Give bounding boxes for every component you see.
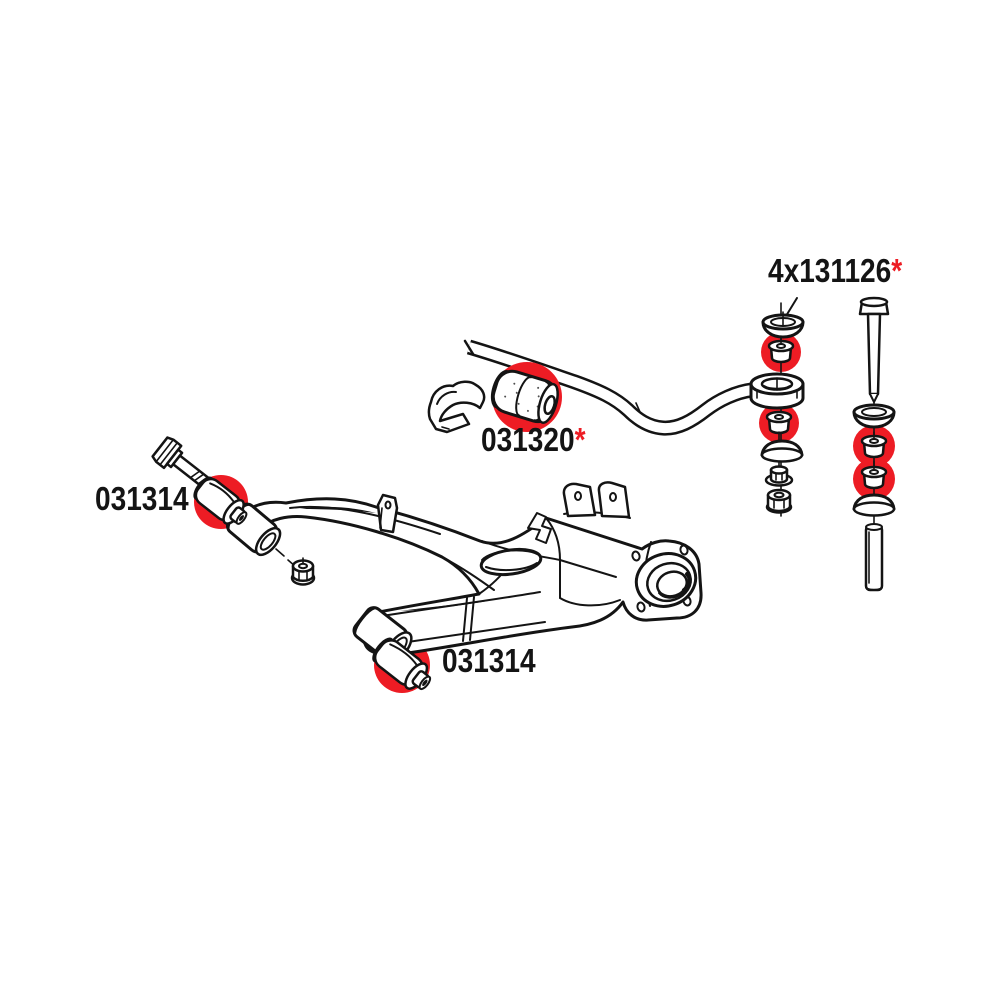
arm-oval-hole: [479, 547, 543, 577]
part-label-arm-rear-bushing: 031314: [442, 644, 536, 677]
asterisk-marker: *: [574, 421, 586, 458]
stabilizer-clamp-bracket: [427, 380, 486, 434]
sway-bar-eye: [749, 372, 805, 410]
stabilizer-bushing: [490, 369, 559, 424]
arm-clip-bracket: [527, 512, 552, 544]
link-cup-washer-right-bottom: [852, 493, 896, 517]
link-cup-washer-top: [761, 311, 805, 339]
link-bushing-right-upper: [860, 431, 888, 459]
part-number: 031320: [481, 421, 575, 458]
part-number: 4x131126: [768, 252, 892, 289]
part-label-arm-front-bushing: 031314: [95, 482, 189, 515]
link-cup-washer-bottom: [760, 439, 804, 463]
hub-flange: [631, 541, 698, 613]
part-label-stabilizer-bushing: 031320*: [481, 423, 586, 456]
arm-front-bushing: [193, 476, 248, 525]
link-hex-nut: [765, 488, 793, 514]
arm-top-brackets: [562, 481, 631, 519]
label-leader-line: [785, 297, 798, 317]
link-cup-washer-right-top: [852, 403, 896, 429]
part-label-link-kit: 4x131126*: [768, 254, 902, 287]
bar-end-cut: [463, 339, 475, 356]
link-bushing-lower: [765, 410, 793, 442]
asterisk-marker: *: [891, 252, 903, 289]
part-number: 031314: [95, 480, 189, 517]
link-bushing-upper: [767, 336, 795, 364]
arm-tab-bracket: [376, 493, 399, 534]
part-number: 031314: [442, 642, 536, 679]
arm-front-nut: [290, 557, 316, 586]
link-bushing-right-lower: [860, 460, 888, 490]
link-bolt: [858, 296, 890, 403]
link-flange-nut: [764, 461, 794, 487]
arm-rear-bushing: [372, 637, 432, 691]
link-spacer-tube: [864, 523, 884, 592]
